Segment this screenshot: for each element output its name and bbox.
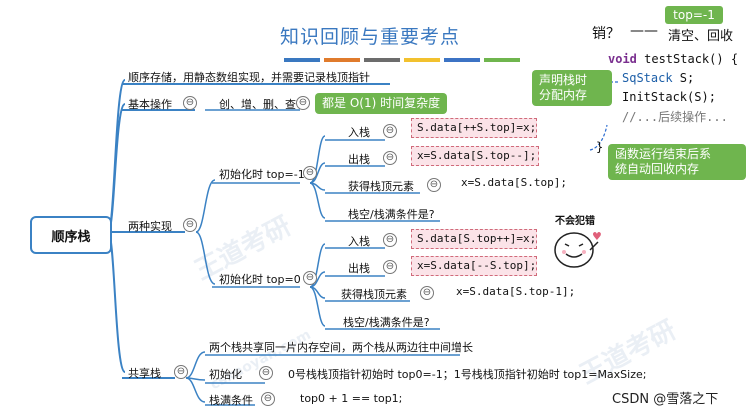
- code-line-4: //...后续操作...: [622, 110, 728, 124]
- code-highlight: [411, 118, 537, 138]
- collapse-icon[interactable]: ⊖: [259, 366, 273, 380]
- shared-desc: 两个栈共享同一片内存空间，两个栈从两边往中间增长: [209, 341, 473, 354]
- init-0-node: 初始化时 top=0: [219, 273, 301, 286]
- heart-icon: ♥: [592, 230, 602, 243]
- pop-label: 出栈: [348, 262, 370, 275]
- code-line-1: void testStack() {: [608, 52, 738, 66]
- code-line-2: SqStack S;: [622, 71, 694, 85]
- get-top-code: x=S.data[S.top];: [461, 176, 567, 189]
- note-auto-recycle: 函数运行结束后系 统自动回收内存: [608, 144, 746, 180]
- collapse-icon[interactable]: ⊖: [420, 286, 434, 300]
- init-minus1-node: 初始化时 top=-1: [219, 168, 305, 181]
- cond-label: 栈空/栈满条件是?: [343, 316, 430, 329]
- collapse-icon[interactable]: ⊖: [427, 178, 441, 192]
- cond-label: 栈空/栈满条件是?: [348, 208, 435, 221]
- basic-ops-child: 创、增、删、查: [219, 98, 296, 111]
- complexity-note: 都是 O(1) 时间复杂度: [315, 93, 448, 114]
- code-text: testStack() {: [636, 52, 739, 66]
- sticker-label: 不会犯错: [555, 216, 595, 227]
- collapse-icon[interactable]: ⊖: [183, 96, 197, 110]
- side-heading-dash: ——: [630, 23, 658, 39]
- collapse-icon[interactable]: ⊖: [174, 365, 188, 379]
- color-bar: [324, 58, 360, 62]
- get-top-label: 获得栈顶元素: [348, 180, 414, 193]
- collapse-icon[interactable]: ⊖: [303, 166, 317, 180]
- code-line-3: InitStack(S);: [622, 90, 716, 104]
- smiley-icon: [554, 232, 599, 268]
- root-node: 顺序栈: [30, 216, 112, 254]
- page-title: 知识回顾与重要考点: [280, 26, 461, 48]
- get-top-label: 获得栈顶元素: [341, 288, 407, 301]
- push-label: 入栈: [348, 235, 370, 248]
- type-name: SqStack: [622, 71, 673, 85]
- push-code: S.data[S.top++]=x;: [417, 232, 537, 245]
- side-heading-right: 清空、回收: [668, 29, 734, 44]
- color-bar: [484, 58, 520, 62]
- collapse-icon[interactable]: ⊖: [303, 271, 317, 285]
- color-bar: [284, 58, 320, 62]
- side-heading-left: 销？: [592, 26, 620, 42]
- code-text: S;: [672, 71, 695, 85]
- collapse-icon[interactable]: ⊖: [383, 233, 397, 247]
- collapse-icon[interactable]: ⊖: [383, 124, 397, 138]
- code-highlight: [411, 256, 537, 276]
- pop-code: x=S.data[S.top--];: [417, 149, 537, 162]
- collapse-icon[interactable]: ⊖: [383, 260, 397, 274]
- top-tag: top=-1: [665, 6, 723, 24]
- note-declare: 声明栈时 分配内存: [532, 70, 612, 106]
- keyword: void: [608, 52, 637, 66]
- code-close: }: [596, 140, 604, 154]
- collapse-icon[interactable]: ⊖: [183, 218, 197, 232]
- basic-ops-node: 基本操作: [128, 98, 172, 111]
- push-label: 入栈: [348, 126, 370, 139]
- code-highlight: [411, 146, 539, 166]
- pop-label: 出栈: [348, 153, 370, 166]
- get-top-code: x=S.data[S.top-1];: [456, 285, 576, 298]
- code-highlight: [411, 229, 537, 249]
- collapse-icon[interactable]: ⊖: [261, 392, 275, 406]
- shared-full-text: top0 + 1 == top1;: [300, 392, 403, 405]
- footer-credit: CSDN @雪落之下: [612, 392, 719, 407]
- color-bar: [364, 58, 400, 62]
- shared-init-text: 0号栈栈顶指针初始时 top0=-1；1号栈栈顶指针初始时 top1=MaxSi…: [288, 368, 647, 381]
- collapse-icon[interactable]: ⊖: [383, 151, 397, 165]
- push-code: S.data[++S.top]=x;: [417, 121, 537, 134]
- two-impl-node: 两种实现: [128, 220, 172, 233]
- pop-code: x=S.data[--S.top];: [417, 259, 537, 272]
- color-bar: [444, 58, 480, 62]
- color-bar: [404, 58, 440, 62]
- shared-stack-node: 共享栈: [128, 367, 161, 380]
- storage-node: 顺序存储，用静态数组实现，并需要记录栈顶指针: [128, 71, 370, 84]
- shared-init-label: 初始化: [209, 368, 242, 381]
- shared-full-label: 栈满条件: [209, 394, 253, 407]
- collapse-icon[interactable]: ⊖: [296, 96, 310, 110]
